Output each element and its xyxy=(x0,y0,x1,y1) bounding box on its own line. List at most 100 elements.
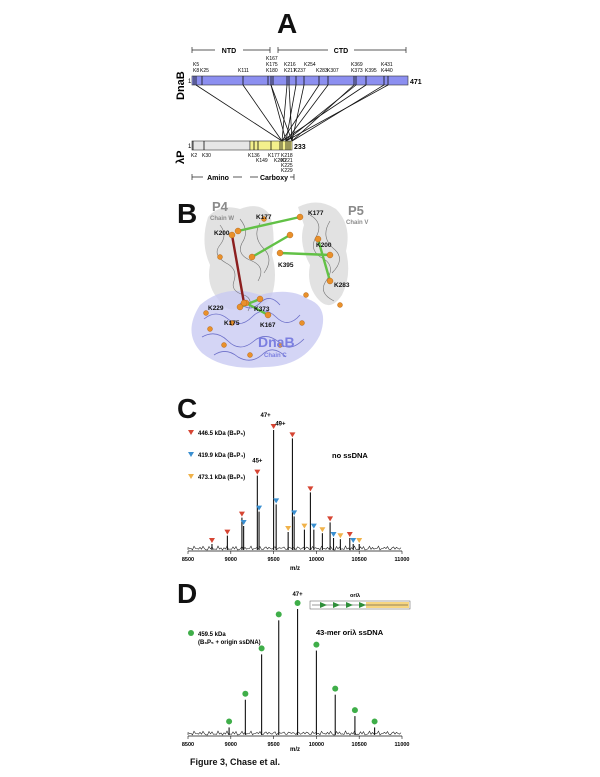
peak-marker xyxy=(208,538,215,543)
lambdap-end: 233 xyxy=(294,144,306,151)
peak-marker xyxy=(238,511,245,517)
svg-text:K5: K5 xyxy=(193,62,199,68)
lambdap-lysine-labels: K2 K30 K136 K149 K177 K200 K218 K221 K22… xyxy=(191,153,293,174)
svg-text:K177: K177 xyxy=(268,153,280,159)
p4-chain: Chain W xyxy=(210,216,234,222)
charge-state-label: 47+ xyxy=(292,592,303,598)
peak-marker xyxy=(332,685,339,692)
charge-state-label: 49+ xyxy=(275,421,286,427)
peak-marker xyxy=(313,641,320,648)
figure-caption: Figure 3, Chase et al. xyxy=(190,757,281,767)
x-tick-label: 8500 xyxy=(182,742,194,748)
dnab-start: 1 xyxy=(188,79,192,85)
x-tick-label: 11000 xyxy=(395,742,410,748)
svg-text:K225: K225 xyxy=(281,163,293,169)
svg-text:K217: K217 xyxy=(284,68,296,74)
peak-marker xyxy=(224,529,231,535)
svg-text:K177: K177 xyxy=(308,210,324,217)
legend-label-0: 446.5 kDa (B₆P₅) xyxy=(198,431,245,437)
peak-marker xyxy=(351,707,358,714)
dnab-lysine-labels: K5 K8 K25 K111 K167 K175 K180 K216 K217 … xyxy=(193,56,393,74)
panel-c-legend: 446.5 kDa (B₆P₅) 419.9 kDa (B₆P₄) 473.1 … xyxy=(188,430,245,481)
peak-marker xyxy=(330,532,337,537)
panel-d-spectrum: oriλ 43-mer oriλ ssDNA 459.5 kDa (B₆P₅ +… xyxy=(182,592,411,753)
svg-text:K216: K216 xyxy=(284,62,296,68)
svg-text:K431: K431 xyxy=(381,62,393,68)
x-tick-label: 10000 xyxy=(309,557,324,563)
dnab-title: DnaB xyxy=(258,334,295,350)
peak-marker xyxy=(254,469,261,475)
x-tick-label: 9500 xyxy=(267,557,279,563)
x-tick-label: 11000 xyxy=(395,557,410,563)
peak-marker xyxy=(301,523,308,529)
svg-text:K229: K229 xyxy=(281,168,293,174)
peak-marker xyxy=(273,498,280,504)
dnab-label: DnaB xyxy=(175,71,187,100)
x-tick-label: 10500 xyxy=(352,557,367,563)
peak-marker xyxy=(242,690,249,697)
peak-marker xyxy=(258,645,265,652)
x-tick-label: 10500 xyxy=(352,742,367,748)
svg-text:K218: K218 xyxy=(281,153,293,159)
panel-b-structure: P4 Chain W P5 Chain V DnaB Chain C K200 … xyxy=(191,199,368,368)
lambdap-amino-region xyxy=(191,140,251,151)
svg-text:K237: K237 xyxy=(294,68,306,74)
svg-text:K373: K373 xyxy=(254,306,270,313)
ntd-label: NTD xyxy=(222,48,236,55)
peak-marker xyxy=(294,600,301,606)
dnab-surface xyxy=(191,290,324,368)
carboxy-label: Carboxy xyxy=(260,175,288,182)
panel-d-plot-area: 47+ xyxy=(187,592,402,736)
lambdap-label: λP xyxy=(175,151,187,164)
svg-text:K149: K149 xyxy=(256,158,268,164)
ori-inset-title: oriλ xyxy=(350,593,360,599)
crosslink-red xyxy=(230,233,246,305)
legend-label-d-line2: (B₆P₅ + origin ssDNA) xyxy=(198,640,261,646)
peak-marker xyxy=(289,432,296,438)
svg-text:K167: K167 xyxy=(260,322,276,329)
svg-text:K221: K221 xyxy=(281,158,293,164)
peak-marker xyxy=(356,538,363,543)
ctd-label: CTD xyxy=(334,48,348,55)
legend-label-1: 419.9 kDa (B₆P₄) xyxy=(198,453,245,459)
svg-text:K180: K180 xyxy=(266,68,278,74)
svg-text:K136: K136 xyxy=(248,153,260,159)
dnab-end: 471 xyxy=(410,79,422,86)
baseline-trace xyxy=(187,730,402,736)
svg-text:K200: K200 xyxy=(214,230,230,237)
legend-marker-d xyxy=(188,630,194,636)
condition-label: no ssDNA xyxy=(332,451,368,460)
legend-label-2: 473.1 kDa (B₆P₆) xyxy=(198,475,245,481)
peak-marker xyxy=(350,538,357,543)
dnab-lysine-ticks xyxy=(193,76,389,85)
panel-c-letter: C xyxy=(177,393,198,424)
panel-c-spectrum: 446.5 kDa (B₆P₅) 419.9 kDa (B₆P₄) 473.1 … xyxy=(182,413,410,572)
peak-marker xyxy=(310,523,317,529)
svg-text:K8: K8 xyxy=(193,68,199,74)
charge-state-label: 45+ xyxy=(252,459,263,465)
svg-text:K175: K175 xyxy=(224,320,240,327)
dnab-backbone xyxy=(201,298,305,361)
x-tick-label: 8500 xyxy=(182,557,194,563)
panel-a-letter: A xyxy=(277,8,298,39)
peak-marker xyxy=(337,533,344,539)
svg-text:K395: K395 xyxy=(365,68,377,74)
legend-marker-2 xyxy=(188,474,194,479)
x-axis-label-d: m/z xyxy=(290,747,300,753)
svg-text:K395: K395 xyxy=(278,262,294,269)
svg-text:K200: K200 xyxy=(316,242,332,249)
legend-label-d-line1: 459.5 kDa xyxy=(198,632,226,638)
p5-chain: Chain V xyxy=(346,220,368,226)
peak-marker xyxy=(285,526,292,531)
svg-text:K440: K440 xyxy=(381,68,393,74)
x-tick-label: 9000 xyxy=(225,742,237,748)
svg-text:K175: K175 xyxy=(266,62,278,68)
amino-label: Amino xyxy=(207,175,229,182)
svg-text:K369: K369 xyxy=(351,62,363,68)
svg-text:K177: K177 xyxy=(256,214,272,221)
peak-marker xyxy=(226,718,233,725)
peak-marker xyxy=(270,424,277,429)
region-brackets: Amino Carboxy xyxy=(191,172,295,182)
svg-text:K229: K229 xyxy=(208,305,224,312)
